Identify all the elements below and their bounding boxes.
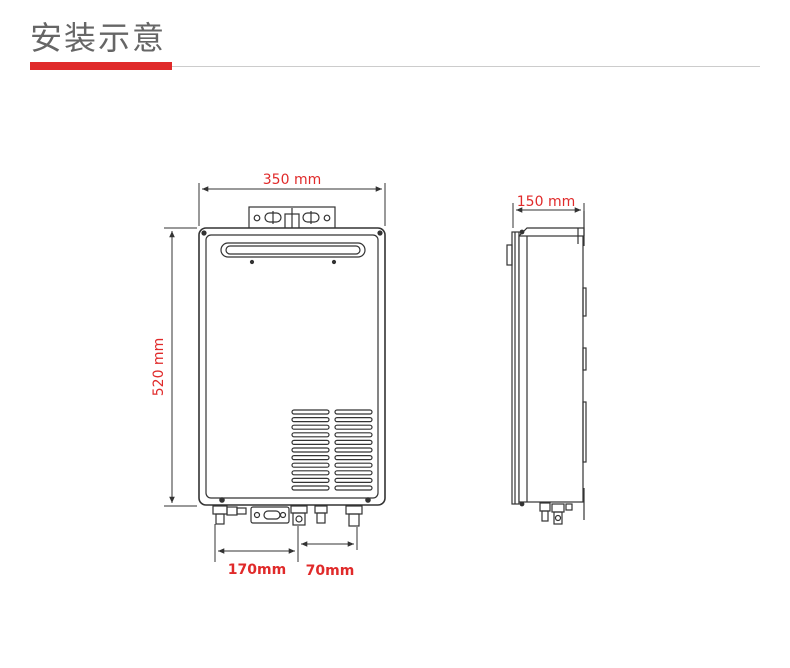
vent-slot [291,447,330,453]
vent-slot [291,455,330,461]
vent-slot [334,455,373,461]
vent-slot [334,409,373,415]
vent-slot [291,439,330,445]
title-underline [30,66,760,67]
vent-slot [334,424,373,430]
vent-slot [291,485,330,491]
vent-slot [334,432,373,438]
page-title: 安装示意 [30,19,167,57]
section-header: 安装示意 [0,0,790,80]
dimension-pipe-left-label: 170mm [228,562,286,578]
dimension-depth-label: 150 mm [517,194,575,210]
vent-slot [291,432,330,438]
vent-slot [334,477,373,483]
dimension-height-label: 520 mm [151,338,167,396]
vent-slot [291,470,330,476]
vent-slot [334,470,373,476]
vent-grille [291,409,373,491]
vent-slot [291,409,330,415]
title-accent-bar [30,62,172,70]
dimension-depth [512,203,585,228]
vent-slot [334,485,373,491]
dimension-width-label: 350 mm [263,172,321,188]
side-casing [518,235,584,503]
dimension-height [164,227,197,507]
vent-slot [334,447,373,453]
vent-slot [291,477,330,483]
top-mounting-bracket [248,206,336,230]
heater-casing [198,227,386,506]
dimension-width [198,183,386,226]
bottom-connections [212,505,363,527]
front-view [198,206,386,527]
display-slot [220,242,366,265]
vent-slot [334,439,373,445]
vent-slot [334,417,373,423]
front-panel [205,234,379,499]
vent-slot [291,424,330,430]
side-view [506,211,587,525]
vent-slot [291,417,330,423]
dimension-pipe-spacing [214,524,358,562]
dimension-pipe-right-label: 70mm [306,563,355,579]
vent-slot [334,462,373,468]
vent-slot [291,462,330,468]
